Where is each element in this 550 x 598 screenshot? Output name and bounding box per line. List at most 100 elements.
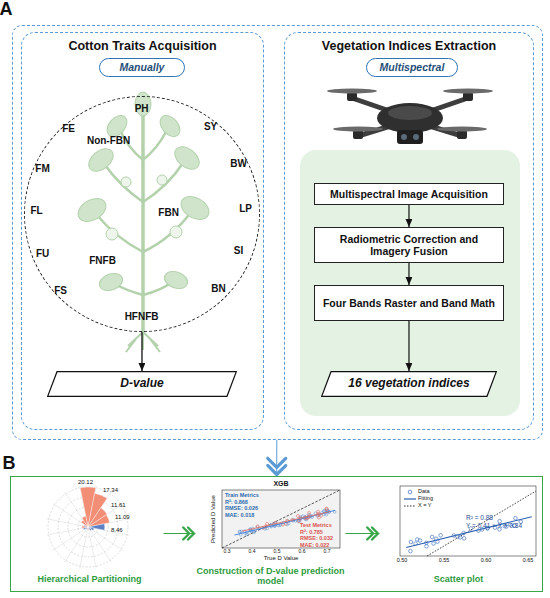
node-text: A	[0, 0, 12, 20]
decoration	[443, 89, 493, 94]
decoration	[377, 103, 443, 133]
chart-text: R² = 0.88	[466, 514, 493, 521]
axis-value: 8.46	[111, 527, 123, 534]
connector-group	[346, 528, 380, 540]
decoration	[297, 520, 300, 523]
polar-sector	[82, 516, 88, 527]
chevron-head	[268, 465, 286, 474]
decoration	[97, 270, 125, 293]
polar-sector	[88, 527, 92, 531]
decoration	[439, 533, 443, 537]
decoration	[170, 142, 203, 174]
connector-group	[164, 528, 196, 540]
decoration	[397, 130, 423, 144]
chart-text: MAE: 0.022	[300, 542, 329, 548]
arrow-connector	[408, 321, 409, 371]
node-text: FM	[35, 163, 49, 175]
decoration	[462, 531, 466, 535]
connector-group	[408, 321, 409, 371]
decoration	[84, 144, 117, 176]
chevron-head	[268, 458, 286, 467]
legend-item: Data	[404, 488, 430, 495]
decoration	[430, 535, 434, 539]
legend-sample	[404, 503, 416, 509]
decoration	[327, 89, 377, 94]
node-text: Multispectral Image Acquisition	[315, 184, 503, 204]
decoration	[413, 134, 419, 140]
node-text: 16 vegetation indices	[321, 371, 497, 397]
node-text: Non-FBN	[87, 135, 130, 147]
drone-illustration	[327, 89, 493, 145]
chart-text: True D Value	[264, 555, 299, 562]
decoration	[156, 112, 184, 141]
chart-panel: Scatter plot	[380, 479, 538, 589]
arrow-connector	[408, 205, 409, 227]
decoration	[514, 516, 518, 520]
node-text: PH	[135, 103, 149, 115]
legend-item: Fitting	[404, 495, 433, 502]
decoration	[409, 540, 413, 544]
node-text: Scatter plot	[380, 574, 538, 584]
node-text: B	[3, 453, 16, 474]
chart-frame	[400, 486, 536, 556]
decoration	[408, 490, 412, 494]
decoration	[409, 549, 413, 553]
background-panel	[300, 150, 520, 416]
node-text: D-value	[47, 371, 237, 397]
node-text: Four Bands Raster and Band Math	[315, 286, 503, 320]
axis-value: 11.61	[111, 502, 126, 509]
node-text: FL	[30, 205, 42, 217]
process-box: Multispectral Image Acquisition	[314, 183, 504, 205]
decoration	[325, 507, 328, 510]
arrow-connector	[408, 263, 409, 285]
cotton-plant-illustration	[74, 92, 213, 352]
decoration	[437, 127, 487, 132]
validation-scatter	[406, 491, 536, 556]
connector-group	[268, 440, 286, 476]
chart-text: R²: 0.785	[300, 529, 323, 535]
decoration	[319, 514, 322, 517]
chart-frame	[222, 490, 340, 548]
tick-label: 0.50	[397, 557, 408, 563]
decoration	[106, 228, 118, 240]
tick-label: 0.65	[523, 557, 534, 563]
decoration	[65, 527, 88, 562]
process-box: Radiometric Correction and Imagery Fusio…	[314, 227, 504, 263]
decoration	[88, 527, 96, 568]
node-text: SY	[204, 121, 217, 133]
node-text: FS	[54, 285, 67, 297]
decoration	[434, 537, 438, 541]
decoration	[418, 539, 422, 543]
decoration	[333, 127, 383, 132]
chevron-head	[372, 528, 378, 540]
flow-connector	[276, 440, 277, 476]
chart-text: MAE: 0.018	[225, 512, 254, 518]
panel-frame: BHierarchical PartitioningConstruction o…	[10, 476, 543, 592]
tick-label: 0.5	[274, 549, 281, 555]
decoration	[53, 504, 88, 527]
decoration	[47, 519, 88, 527]
flow-connector	[346, 533, 380, 534]
trait-circle: PHSYBWLPSIBNHFNFBFSFUFLFMFENon-FBNFBNFNF…	[24, 96, 260, 332]
legend-sample	[404, 489, 416, 495]
decoration	[325, 507, 328, 510]
chart-panel: Hierarchical Partitioning	[16, 479, 164, 589]
node-text: FBN	[158, 207, 179, 219]
flow-connector	[164, 533, 196, 534]
chart-text: XGB	[273, 480, 288, 488]
node-text: BN	[211, 283, 225, 295]
axis-value: 11.09	[115, 514, 130, 521]
tick-label: 0.4	[249, 549, 256, 555]
chart-panel: Construction of D-value prediction model	[196, 479, 346, 589]
decoration	[222, 490, 340, 548]
connector-group	[408, 205, 409, 227]
chevron-head	[183, 528, 189, 540]
chart-text: R²: 0.868	[225, 499, 248, 505]
decoration	[432, 542, 436, 546]
decoration	[162, 268, 190, 291]
legend-text: Fitting	[418, 495, 433, 502]
tick-label: 0.3	[224, 549, 231, 555]
chevron-head	[188, 528, 194, 540]
